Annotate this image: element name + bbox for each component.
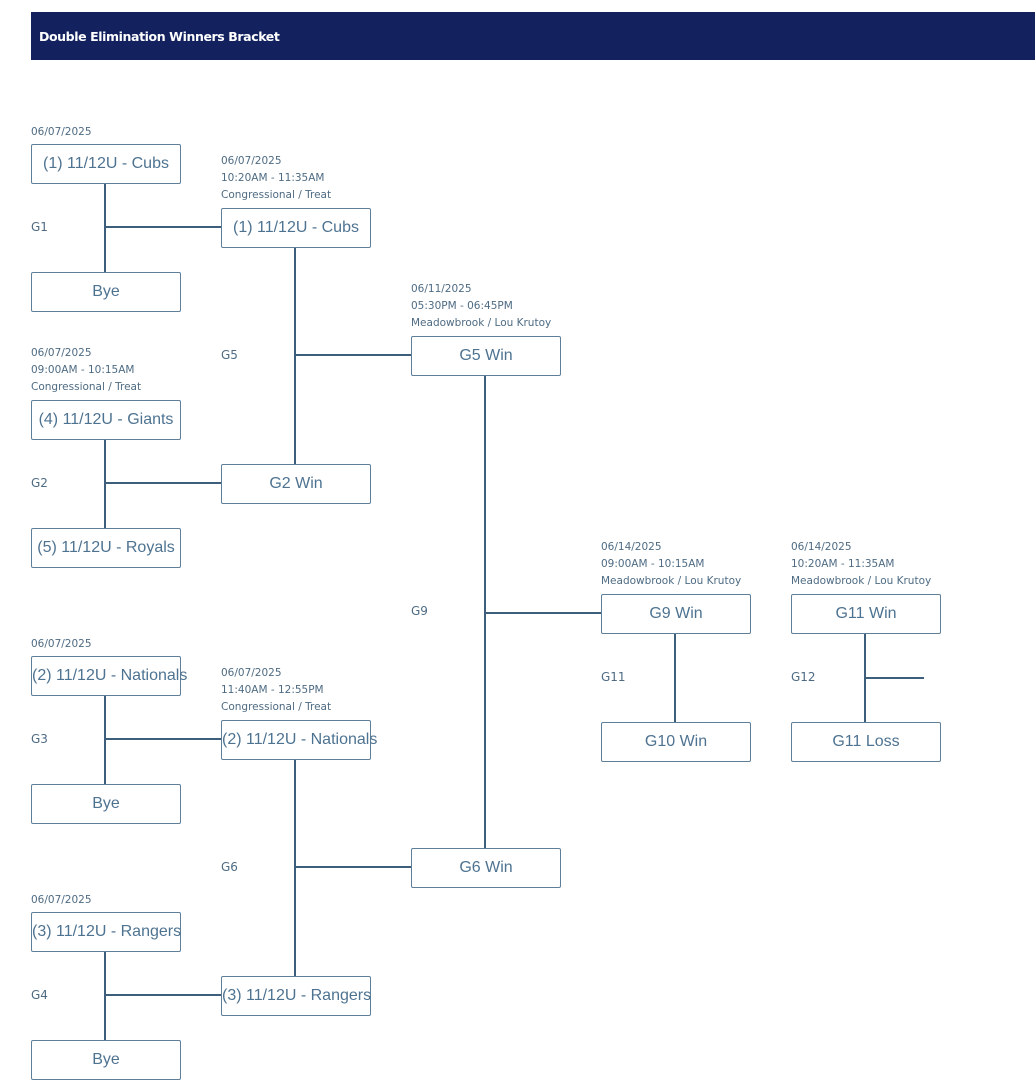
game-5-label: G5 bbox=[221, 348, 238, 362]
game-5-team-top[interactable]: (1) 11/12U - Cubs bbox=[221, 208, 371, 248]
game-9-venue: Meadowbrook / Lou Krutoy bbox=[411, 317, 552, 329]
game-6-team-top[interactable]: (2) 11/12U - Nationals bbox=[221, 720, 377, 760]
game-12-team-top[interactable]: G11 Win bbox=[791, 594, 941, 634]
game-4-team-bottom[interactable]: Bye bbox=[31, 1040, 181, 1080]
game-3-label: G3 bbox=[31, 732, 48, 746]
game-1-connector bbox=[104, 184, 106, 272]
game-6-label: G6 bbox=[221, 860, 238, 874]
game-4-info: 06/07/2025 bbox=[31, 892, 92, 909]
game-1-team-bottom[interactable]: Bye bbox=[31, 272, 181, 312]
game-11-team-bottom[interactable]: G10 Win bbox=[601, 722, 751, 762]
game-1-label: G1 bbox=[31, 220, 48, 234]
game-2-advance-line bbox=[104, 482, 221, 484]
game-1-date: 06/07/2025 bbox=[31, 126, 92, 138]
game-2-connector bbox=[104, 440, 106, 528]
bracket-header: Double Elimination Winners Bracket bbox=[31, 12, 1035, 60]
game-11-info: 06/14/2025 09:00AM - 10:15AM Meadowbrook… bbox=[601, 539, 741, 590]
game-12-team-bottom[interactable]: G11 Loss bbox=[791, 722, 941, 762]
game-1-advance-line bbox=[104, 226, 221, 228]
game-5-connector bbox=[294, 248, 296, 464]
game-9-time: 05:30PM - 06:45PM bbox=[411, 300, 513, 312]
game-6-advance-line bbox=[294, 866, 411, 868]
game-9-label: G9 bbox=[411, 604, 428, 618]
game-11-label: G11 bbox=[601, 670, 626, 684]
game-2-team-bottom[interactable]: (5) 11/12U - Royals bbox=[31, 528, 181, 568]
game-6-venue: Congressional / Treat bbox=[221, 701, 332, 713]
game-5-info: 06/07/2025 10:20AM - 11:35AM Congression… bbox=[221, 153, 331, 204]
game-3-team-top[interactable]: (2) 11/12U - Nationals bbox=[31, 656, 187, 696]
game-5-team-bottom[interactable]: G2 Win bbox=[221, 464, 371, 504]
game-11-venue: Meadowbrook / Lou Krutoy bbox=[601, 575, 742, 587]
game-5-venue: Congressional / Treat bbox=[221, 189, 332, 201]
winners-bracket: 06/07/2025 (1) 11/12U - Cubs Bye G1 06/0… bbox=[31, 124, 941, 1080]
game-9-team-bottom[interactable]: G6 Win bbox=[411, 848, 561, 888]
game-4-team-top[interactable]: (3) 11/12U - Rangers bbox=[31, 912, 181, 952]
game-1-info: 06/07/2025 bbox=[31, 124, 92, 141]
game-3-team-bottom[interactable]: Bye bbox=[31, 784, 181, 824]
game-3-advance-line bbox=[104, 738, 221, 740]
game-4-date: 06/07/2025 bbox=[31, 894, 92, 906]
game-11-date: 06/14/2025 bbox=[601, 541, 662, 553]
game-9-info: 06/11/2025 05:30PM - 06:45PM Meadowbrook… bbox=[411, 281, 551, 332]
game-9-date: 06/11/2025 bbox=[411, 283, 472, 295]
game-4-connector bbox=[104, 952, 106, 1040]
game-12-date: 06/14/2025 bbox=[791, 541, 852, 553]
game-2-time: 09:00AM - 10:15AM bbox=[31, 364, 135, 376]
game-9-advance-line bbox=[484, 612, 601, 614]
game-2-venue: Congressional / Treat bbox=[31, 381, 142, 393]
game-9-team-top[interactable]: G5 Win bbox=[411, 336, 561, 376]
game-6-team-bottom[interactable]: (3) 11/12U - Rangers bbox=[221, 976, 371, 1016]
game-4-label: G4 bbox=[31, 988, 48, 1002]
game-4-advance-line bbox=[104, 994, 221, 996]
game-12-advance-line bbox=[864, 677, 924, 679]
game-11-time: 09:00AM - 10:15AM bbox=[601, 558, 705, 570]
game-3-info: 06/07/2025 bbox=[31, 636, 92, 653]
game-12-label: G12 bbox=[791, 670, 816, 684]
game-2-date: 06/07/2025 bbox=[31, 347, 92, 359]
game-2-info: 06/07/2025 09:00AM - 10:15AM Congression… bbox=[31, 345, 141, 396]
game-3-date: 06/07/2025 bbox=[31, 638, 92, 650]
game-6-date: 06/07/2025 bbox=[221, 667, 282, 679]
game-6-connector bbox=[294, 760, 296, 976]
game-11-connector bbox=[674, 634, 676, 722]
game-12-time: 10:20AM - 11:35AM bbox=[791, 558, 895, 570]
game-3-connector bbox=[104, 696, 106, 784]
game-2-label: G2 bbox=[31, 476, 48, 490]
game-12-info: 06/14/2025 10:20AM - 11:35AM Meadowbrook… bbox=[791, 539, 931, 590]
game-6-info: 06/07/2025 11:40AM - 12:55PM Congression… bbox=[221, 665, 331, 716]
game-2-team-top[interactable]: (4) 11/12U - Giants bbox=[31, 400, 181, 440]
game-1-team-top[interactable]: (1) 11/12U - Cubs bbox=[31, 144, 181, 184]
bracket-title: Double Elimination Winners Bracket bbox=[39, 29, 280, 44]
game-12-venue: Meadowbrook / Lou Krutoy bbox=[791, 575, 932, 587]
game-5-date: 06/07/2025 bbox=[221, 155, 282, 167]
game-5-advance-line bbox=[294, 354, 411, 356]
game-5-time: 10:20AM - 11:35AM bbox=[221, 172, 325, 184]
game-6-time: 11:40AM - 12:55PM bbox=[221, 684, 324, 696]
game-11-team-top[interactable]: G9 Win bbox=[601, 594, 751, 634]
